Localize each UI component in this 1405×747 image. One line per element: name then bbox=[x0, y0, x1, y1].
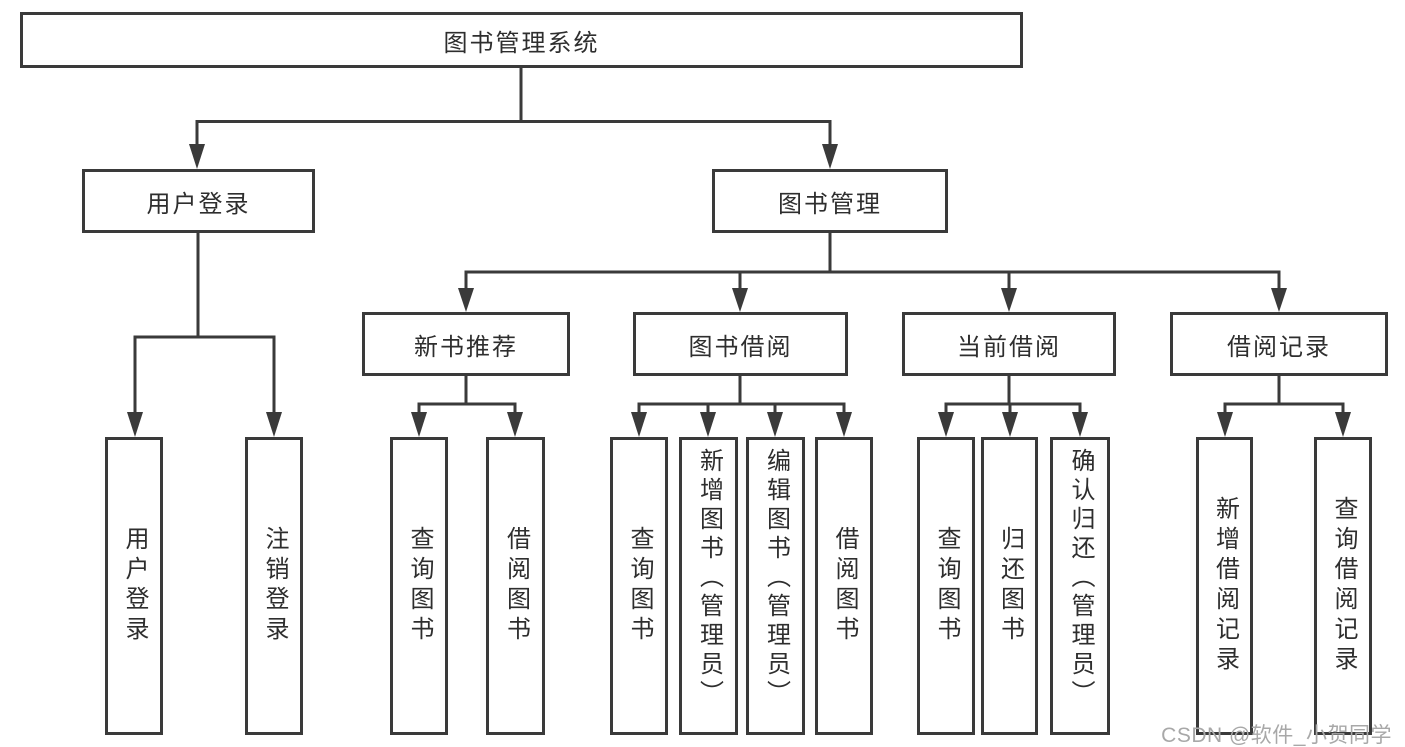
node-book-management: 图书管理 bbox=[712, 169, 948, 233]
node-new-book-recommend: 新书推荐 bbox=[362, 312, 570, 376]
connector-root-to-level2 bbox=[189, 68, 838, 169]
leaf-br-query-record: 查询借阅记录 bbox=[1314, 437, 1372, 735]
node-borrow-records: 借阅记录 bbox=[1170, 312, 1388, 376]
connector-current-borrow-to-leaves bbox=[938, 376, 1088, 437]
node-root: 图书管理系统 bbox=[20, 12, 1023, 68]
leaf-bb-add-books-admin: 新增图书（管理员） bbox=[679, 437, 738, 735]
connector-new-book-rec-to-leaves bbox=[411, 376, 523, 437]
csdn-watermark: CSDN @软件_小贺同学 bbox=[1161, 724, 1392, 747]
leaf-bb-query-books: 查询图书 bbox=[610, 437, 668, 735]
leaf-bb-borrow-books: 借阅图书 bbox=[815, 437, 873, 735]
node-book-borrow: 图书借阅 bbox=[633, 312, 848, 376]
leaf-cb-return-books: 归还图书 bbox=[981, 437, 1038, 735]
connector-user-login-to-leaves bbox=[127, 233, 282, 437]
leaf-nbr-query-books: 查询图书 bbox=[390, 437, 448, 735]
node-user-login: 用户登录 bbox=[82, 169, 315, 233]
leaf-cb-confirm-return-admin: 确认归还（管理员） bbox=[1050, 437, 1110, 735]
connector-book-borrow-to-leaves bbox=[631, 376, 852, 437]
connector-book-mgmt-to-level3 bbox=[458, 233, 1287, 312]
node-current-borrow: 当前借阅 bbox=[902, 312, 1116, 376]
leaf-cb-query-books: 查询图书 bbox=[917, 437, 975, 735]
leaf-user-login: 用户登录 bbox=[105, 437, 163, 735]
leaf-br-add-record: 新增借阅记录 bbox=[1196, 437, 1253, 735]
leaf-bb-edit-books-admin: 编辑图书（管理员） bbox=[746, 437, 805, 735]
leaf-logout: 注销登录 bbox=[245, 437, 303, 735]
connector-borrow-records-to-leaves bbox=[1217, 376, 1351, 437]
leaf-nbr-borrow-books: 借阅图书 bbox=[486, 437, 545, 735]
